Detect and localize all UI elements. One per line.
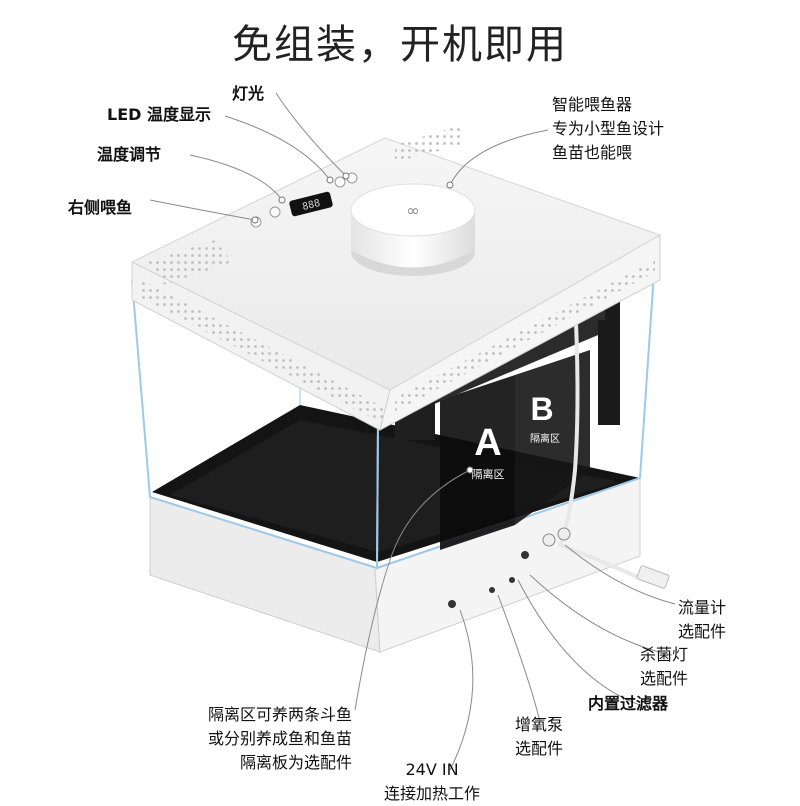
label-air-pump: 增氧泵 选配件 <box>515 715 564 758</box>
vent-top-right <box>395 125 462 162</box>
label-builtin-filter: 内置过滤器 <box>588 694 669 713</box>
feeder-logo: ∞ <box>406 201 419 220</box>
zone-a-letter: A <box>474 422 501 464</box>
label-isolation: 隔离区可养两条斗鱼 或分别养成鱼和鱼苗 隔离板为选配件 <box>207 705 352 772</box>
port-24v <box>448 600 456 608</box>
zone-b-letter: B <box>530 391 553 427</box>
zone-b-text: 隔离区 <box>530 432 560 445</box>
zone-a-text: 隔离区 <box>472 467 505 481</box>
light-button <box>334 176 346 188</box>
label-light: 灯光 <box>232 84 265 103</box>
usb-plug <box>636 565 670 589</box>
label-smart-feeder: 智能喂鱼器 专为小型鱼设计 鱼苗也能喂 <box>552 95 665 162</box>
vent-top-left <box>148 240 232 285</box>
led-display-value: 888 <box>301 198 321 213</box>
power-cable <box>557 299 641 580</box>
page-title: 免组装，开机即用 <box>232 22 568 68</box>
label-right-feed: 右侧喂鱼 <box>68 198 133 217</box>
divider-a <box>440 375 515 550</box>
divider-b <box>515 350 590 525</box>
label-temp-adjust: 温度调节 <box>97 145 162 164</box>
label-flowmeter: 流量计 选配件 <box>678 598 727 641</box>
label-uv-lamp: 杀菌灯 选配件 <box>640 645 689 688</box>
label-power: 24V IN 连接加热工作 <box>383 760 480 803</box>
label-led-display: LED 温度显示 <box>107 105 211 124</box>
led-display <box>289 191 333 217</box>
temp-button <box>269 206 281 218</box>
port-airpump <box>489 587 495 593</box>
